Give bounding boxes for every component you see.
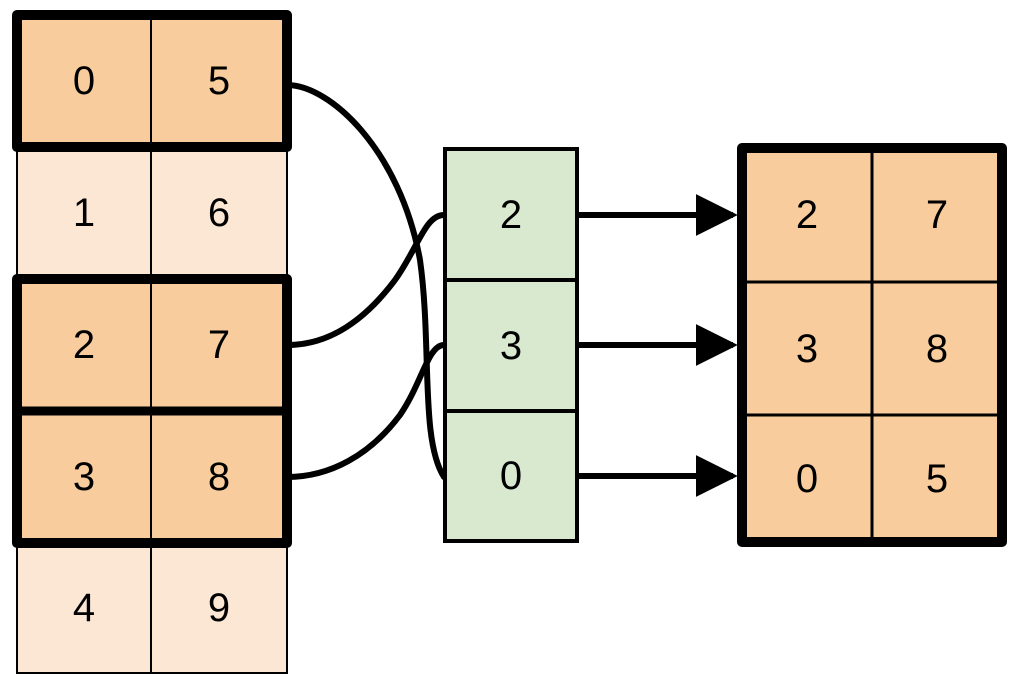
connector-curves xyxy=(284,82,447,480)
source-selection-outlines xyxy=(12,10,292,548)
source-cell-r1c0 xyxy=(16,146,152,280)
source-array-cells xyxy=(16,14,288,674)
curve-row2-to-index2 xyxy=(284,212,447,348)
source-cell-r0c0 xyxy=(16,14,152,148)
source-rows-2-3-outline xyxy=(12,274,292,548)
result-cell-r2c0 xyxy=(740,413,874,544)
result-array-cells xyxy=(737,143,1007,547)
result-cell-r1c0 xyxy=(740,280,874,417)
index-array-cells xyxy=(443,147,579,543)
source-cell-r4c1 xyxy=(150,542,288,674)
source-cell-r2c0 xyxy=(16,278,152,412)
index-cell-0 xyxy=(443,147,579,282)
result-cell-r2c1 xyxy=(870,413,1004,544)
source-row-0-outline xyxy=(12,10,292,152)
result-array-outline xyxy=(737,143,1007,547)
result-cell-r0c0 xyxy=(740,146,874,284)
result-cell-r0c1 xyxy=(870,146,1004,284)
index-cell-1 xyxy=(443,278,579,413)
curve-row3-to-index3 xyxy=(284,342,447,480)
source-cell-r3c0 xyxy=(16,410,152,544)
result-arrows xyxy=(578,194,738,497)
source-cell-r2c1 xyxy=(150,278,288,412)
source-cell-r3c1 xyxy=(150,410,288,544)
source-cell-r0c1 xyxy=(150,14,288,148)
result-cell-r1c1 xyxy=(870,280,1004,417)
source-cell-r4c0 xyxy=(16,542,152,674)
index-cell-2 xyxy=(443,409,579,543)
curve-row0-to-index0 xyxy=(284,82,447,480)
source-cell-r1c1 xyxy=(150,146,288,280)
